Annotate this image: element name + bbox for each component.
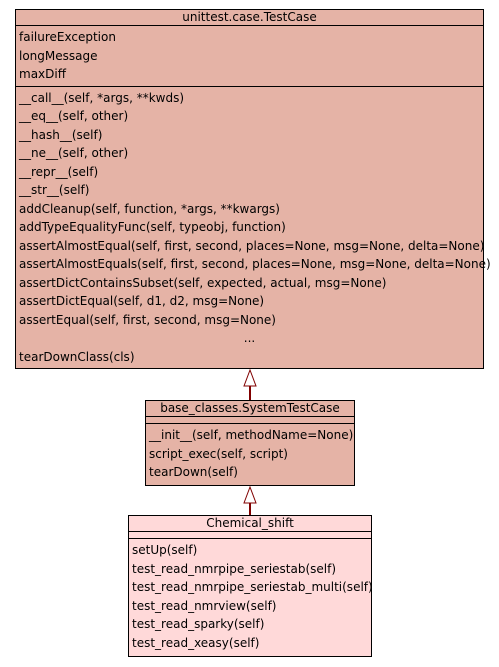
class-name: unittest.case.TestCase [16,10,483,26]
method: tearDownClass(cls) [19,349,135,364]
class-box-chemical-shift[interactable]: Chemical_shift setUp(self) test_read_nmr… [128,515,373,657]
method: __init__(self, methodName=None) [149,428,354,442]
method: test_read_nmrview(self) [132,598,277,613]
class-box-systemtestcase[interactable]: base_classes.SystemTestCase __init__(sel… [145,400,355,486]
method: assertAlmostEqual(self, first, second, p… [19,238,485,253]
methods-section: setUp(self) test_read_nmrpipe_seriestab(… [129,539,373,654]
method: assertEqual(self, first, second, msg=Non… [19,312,276,327]
method: assertDictEqual(self, d1, d2, msg=None) [19,294,265,308]
class-box-testcase[interactable]: unittest.case.TestCase failureException … [15,9,491,369]
method: test_read_xeasy(self) [132,635,260,650]
method: script_exec(self, script) [149,446,288,461]
method: test_read_nmrpipe_seriestab(self) [132,561,337,576]
methods-section: __init__(self, methodName=None) script_e… [146,424,354,484]
method: assertAlmostEquals(self, first, second, … [19,257,491,271]
method: assertDictContainsSubset(self, expected,… [19,275,387,290]
inheritance-arrowhead [243,368,257,387]
attributes-section: failureException longMessage maxDiff [16,26,483,87]
methods-section: __call__(self, *args, **kwds) __eq__(sel… [16,87,491,369]
method: test_read_nmrpipe_seriestab_multi(self) [132,580,373,594]
class-name: Chemical_shift [129,516,371,532]
class-name: base_classes.SystemTestCase [146,401,354,417]
attribute: longMessage [19,48,98,63]
method: __hash__(self) [19,127,103,142]
attributes-section [129,532,371,539]
method: __call__(self, *args, **kwds) [19,90,185,105]
method: addTypeEqualityFunc(self, typeobj, funct… [19,220,286,234]
method: __repr__(self) [19,164,99,179]
method: addCleanup(self, function, *args, **kwar… [19,201,280,216]
attribute: failureException [19,30,116,44]
attribute: maxDiff [19,67,66,81]
method: __ne__(self, other) [19,146,129,160]
methods-ellipsis: ... [243,331,256,345]
method: setUp(self) [132,543,198,557]
method: __eq__(self, other) [19,109,129,123]
attributes-section [146,417,354,424]
method: __str__(self) [19,183,90,197]
method: tearDown(self) [149,465,238,479]
method: test_read_sparky(self) [132,617,265,631]
inheritance-arrowhead [243,485,257,504]
